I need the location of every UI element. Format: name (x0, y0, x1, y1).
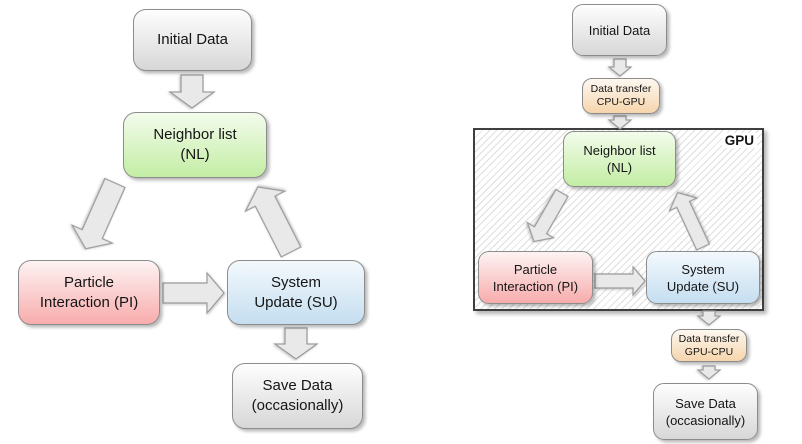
right-transfer-cpu-gpu-label-line1: Data transfer (590, 83, 652, 95)
left-neighbor-list-node: Neighbor list (NL) (123, 112, 267, 178)
arrow-left-systemupdate-to-savedata (273, 327, 319, 360)
right-initial-data-label: Initial Data (588, 22, 651, 38)
arrow-right-neighborlist-to-particleinteraction (526, 188, 569, 243)
right-transfer-gpu-cpu-node: Data transfer GPU-CPU (671, 329, 747, 362)
arrow-right-gpu-to-transfergpucpu (696, 310, 722, 326)
right-particle-interaction-node: Particle Interaction (PI) (478, 251, 593, 304)
arrow-right-transfercpugpu-to-gpu (607, 115, 633, 130)
right-save-data-node: Save Data (occasionally) (653, 383, 758, 440)
right-transfer-cpu-gpu-label-line2: CPU-GPU (596, 96, 646, 108)
arrow-left-particleinteraction-to-systemupdate (162, 271, 225, 315)
arrow-left-initialdata-to-neighborlist (168, 74, 216, 109)
right-transfer-cpu-gpu-node: Data transfer CPU-GPU (582, 78, 660, 114)
left-particle-interaction-label-line1: Particle (63, 273, 115, 291)
right-transfer-gpu-cpu-label-line1: Data transfer (678, 332, 740, 345)
left-neighbor-list-label-line1: Neighbor list (153, 126, 237, 143)
left-particle-interaction-node: Particle Interaction (PI) (18, 260, 160, 325)
right-neighbor-list-node: Neighbor list (NL) (563, 131, 676, 187)
arrow-right-transfergpucpu-to-savedata (696, 365, 722, 380)
right-neighbor-list-label-line1: Neighbor list (583, 143, 656, 158)
right-save-data-label-line1: Save Data (675, 395, 736, 411)
arrow-right-systemupdate-to-neighborlist (668, 191, 711, 251)
left-save-data-label-line1: Save Data (262, 377, 333, 394)
left-neighbor-list-label-line2: (NL) (180, 146, 210, 163)
right-particle-interaction-label-line1: Particle (513, 261, 558, 277)
arrow-right-particleinteraction-to-systemupdate (594, 265, 646, 297)
gpu-region-label: GPU (721, 133, 757, 148)
right-neighbor-list-label-line2: (NL) (606, 160, 633, 175)
left-particle-interaction-label-line2: Interaction (PI) (39, 293, 139, 311)
left-system-update-label-line2: Update (SU) (254, 293, 338, 311)
arrow-right-initialdata-to-transfercpugpu (607, 58, 633, 77)
right-particle-interaction-label-line2: Interaction (PI) (492, 278, 579, 294)
left-save-data-label-line2: (occasionally) (251, 397, 344, 414)
right-system-update-node: System Update (SU) (646, 251, 760, 304)
left-system-update-label-line1: System (270, 273, 321, 291)
arrow-left-neighborlist-to-particleinteraction (70, 177, 126, 250)
left-initial-data-node: Initial Data (133, 9, 252, 71)
left-system-update-node: System Update (SU) (227, 260, 365, 325)
left-initial-data-label: Initial Data (157, 31, 228, 48)
right-system-update-label-line1: System (681, 261, 725, 277)
right-system-update-label-line2: Update (SU) (666, 278, 740, 294)
right-initial-data-node: Initial Data (572, 4, 667, 56)
left-save-data-node: Save Data (occasionally) (232, 363, 363, 429)
right-save-data-label-line2: (occasionally) (665, 412, 746, 428)
arrow-left-systemupdate-to-neighborlist (244, 186, 302, 258)
right-transfer-gpu-cpu-label-line2: GPU-CPU (684, 345, 734, 358)
